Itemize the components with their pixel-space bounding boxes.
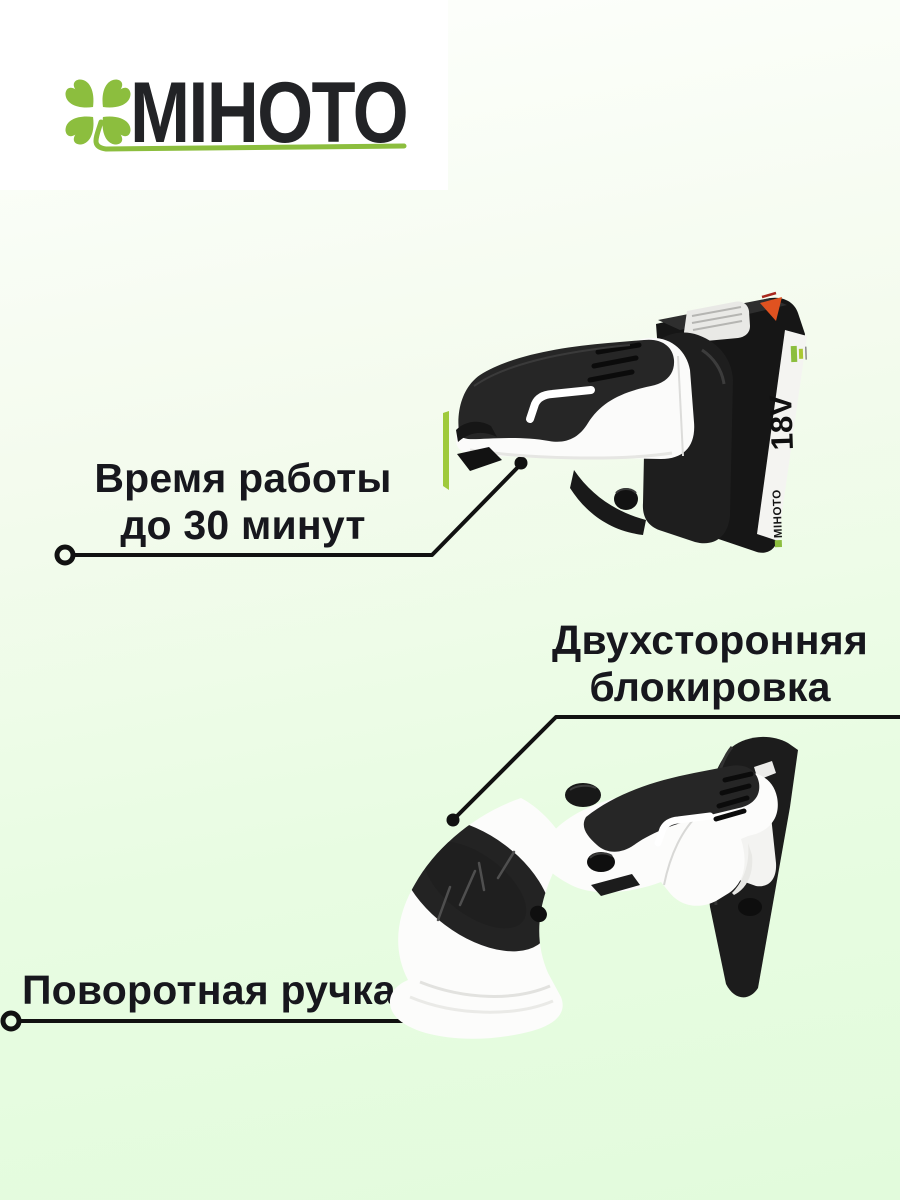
product-photo-top: 18V MIHOTO xyxy=(443,291,807,553)
callout-line-runtime xyxy=(54,456,528,566)
battery-brand-clover-icon xyxy=(774,540,783,548)
clover-icon xyxy=(65,79,407,152)
grip-ribs xyxy=(713,771,754,822)
tool-tip xyxy=(443,411,502,490)
battery-latch xyxy=(684,301,750,343)
callout-ring xyxy=(0,1010,22,1032)
annotation-runtime-line2: до 30 минут xyxy=(120,502,366,548)
annotation-lock: Двухсторонняя блокировка xyxy=(520,617,900,711)
brand-logo: MIHOTO xyxy=(0,0,448,190)
product-photo-bottom xyxy=(389,736,798,1039)
grip-ribs xyxy=(587,342,642,383)
battery-level-icon xyxy=(790,345,807,363)
tip-green-strip xyxy=(443,411,449,490)
battery-brand-text: MIHOTO xyxy=(771,489,785,538)
battery-voltage-text: 18V xyxy=(763,394,800,451)
grip-swoosh xyxy=(654,812,714,847)
callout-dot xyxy=(514,456,528,470)
pivot-detail xyxy=(530,905,547,923)
brand-logo-graphic: MIHOTO xyxy=(65,65,409,161)
annotation-runtime-line1: Время работы xyxy=(94,455,392,501)
callout-line-lock xyxy=(446,715,900,827)
grip-swoosh xyxy=(526,386,595,423)
rubber-grip xyxy=(458,339,675,442)
callout-ring xyxy=(54,544,76,566)
battery-label: 18V MIHOTO xyxy=(757,330,807,548)
annotation-rotary: Поворотная ручка xyxy=(22,967,396,1014)
lock-button-top xyxy=(565,783,601,807)
lock-button-side xyxy=(587,852,640,896)
rubber-grip xyxy=(583,765,760,852)
brand-name-text: MIHOTO xyxy=(130,65,407,161)
rotating-head xyxy=(389,798,567,1039)
housing-knob xyxy=(614,488,638,510)
annotation-rotary-line1: Поворотная ручка xyxy=(22,967,396,1013)
annotation-lock-line2: блокировка xyxy=(589,664,831,710)
battery-orange-accent xyxy=(760,297,782,321)
logo-underline xyxy=(93,119,407,152)
annotation-lock-line1: Двухсторонняя xyxy=(552,617,868,663)
annotation-runtime: Время работы до 30 минут xyxy=(65,455,421,549)
